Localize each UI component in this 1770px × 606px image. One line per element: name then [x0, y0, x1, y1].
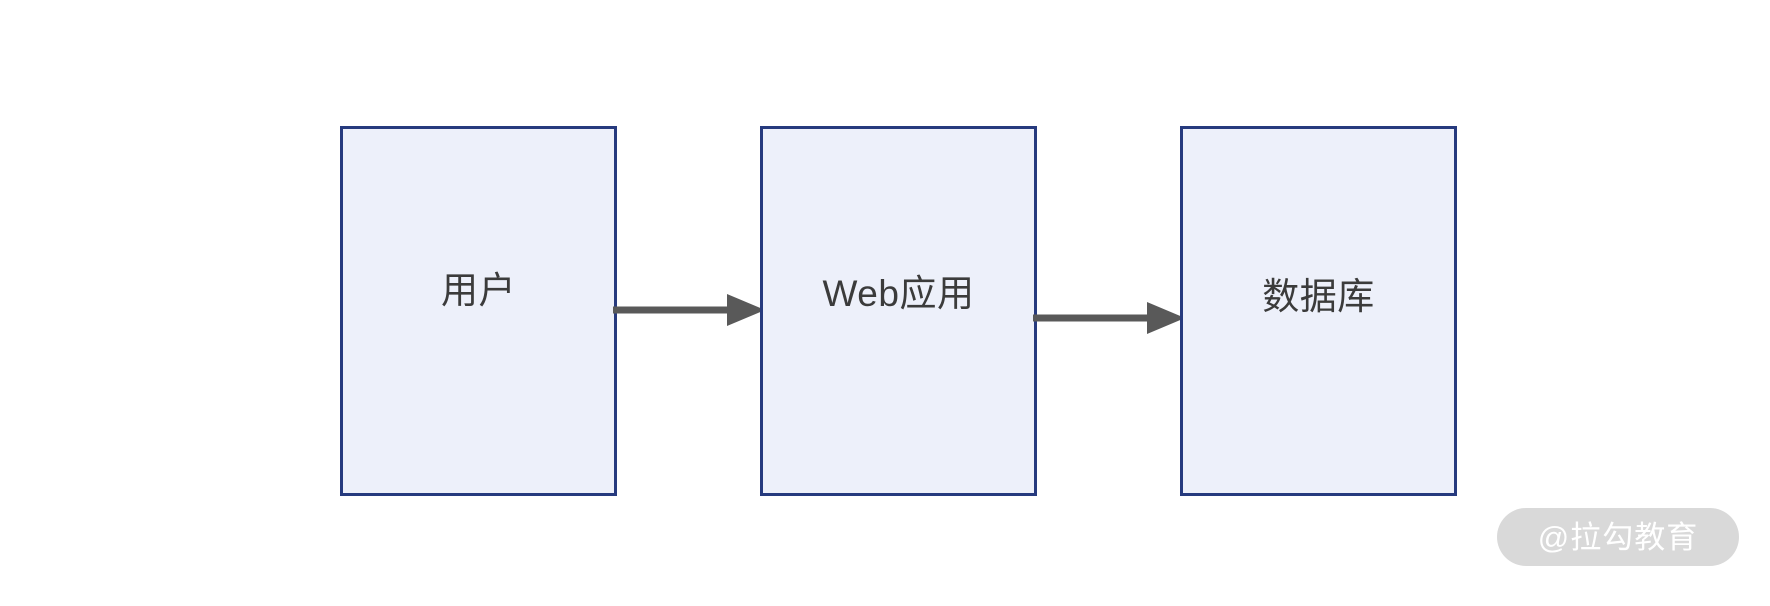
diagram-node-user[interactable]: 用户 — [340, 126, 617, 496]
watermark-badge: @拉勾教育 — [1497, 508, 1739, 566]
diagram-node-database[interactable]: 数据库 — [1180, 126, 1457, 496]
diagram-node-label: 用户 — [441, 269, 516, 311]
arrow-webapp-to-database — [1033, 302, 1185, 334]
diagram-node-label: 数据库 — [1262, 275, 1375, 317]
diagram-node-webapp[interactable]: Web应用 — [760, 126, 1037, 496]
watermark-text: @拉勾教育 — [1537, 519, 1699, 555]
arrow-user-to-webapp — [613, 294, 765, 326]
diagram-node-label: Web应用 — [822, 272, 975, 314]
